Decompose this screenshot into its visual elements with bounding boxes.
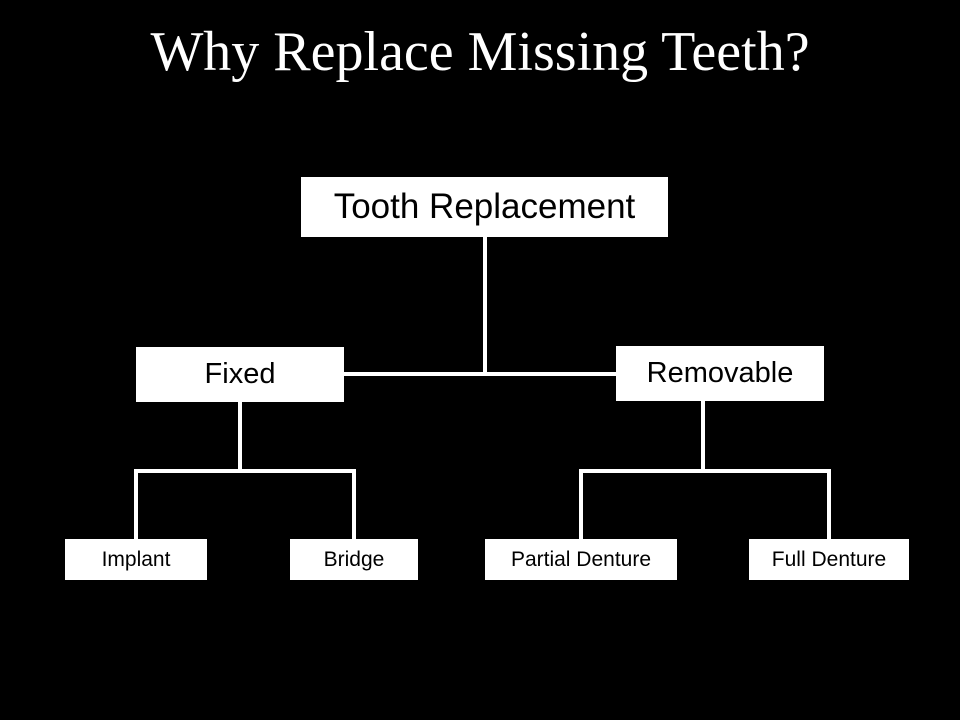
slide-title: Why Replace Missing Teeth?: [150, 21, 810, 83]
connector-full-drop: [827, 469, 831, 540]
connector-root-stem: [483, 236, 487, 375]
node-fixed: Fixed: [136, 347, 344, 402]
connector-level1-bar: [343, 372, 617, 376]
node-tooth-replacement: Tooth Replacement: [301, 177, 668, 237]
node-full-denture: Full Denture: [749, 539, 909, 580]
node-removable: Removable: [616, 346, 824, 401]
connector-implant-drop: [134, 469, 138, 540]
connector-bridge-drop: [352, 469, 356, 540]
node-implant: Implant: [65, 539, 207, 580]
connector-removable-stem: [701, 400, 705, 471]
connector-removable-bar: [579, 469, 831, 473]
node-bridge: Bridge: [290, 539, 418, 580]
connector-partial-drop: [579, 469, 583, 540]
node-partial-denture: Partial Denture: [485, 539, 677, 580]
connector-fixed-bar: [134, 469, 356, 473]
connector-fixed-stem: [238, 401, 242, 471]
